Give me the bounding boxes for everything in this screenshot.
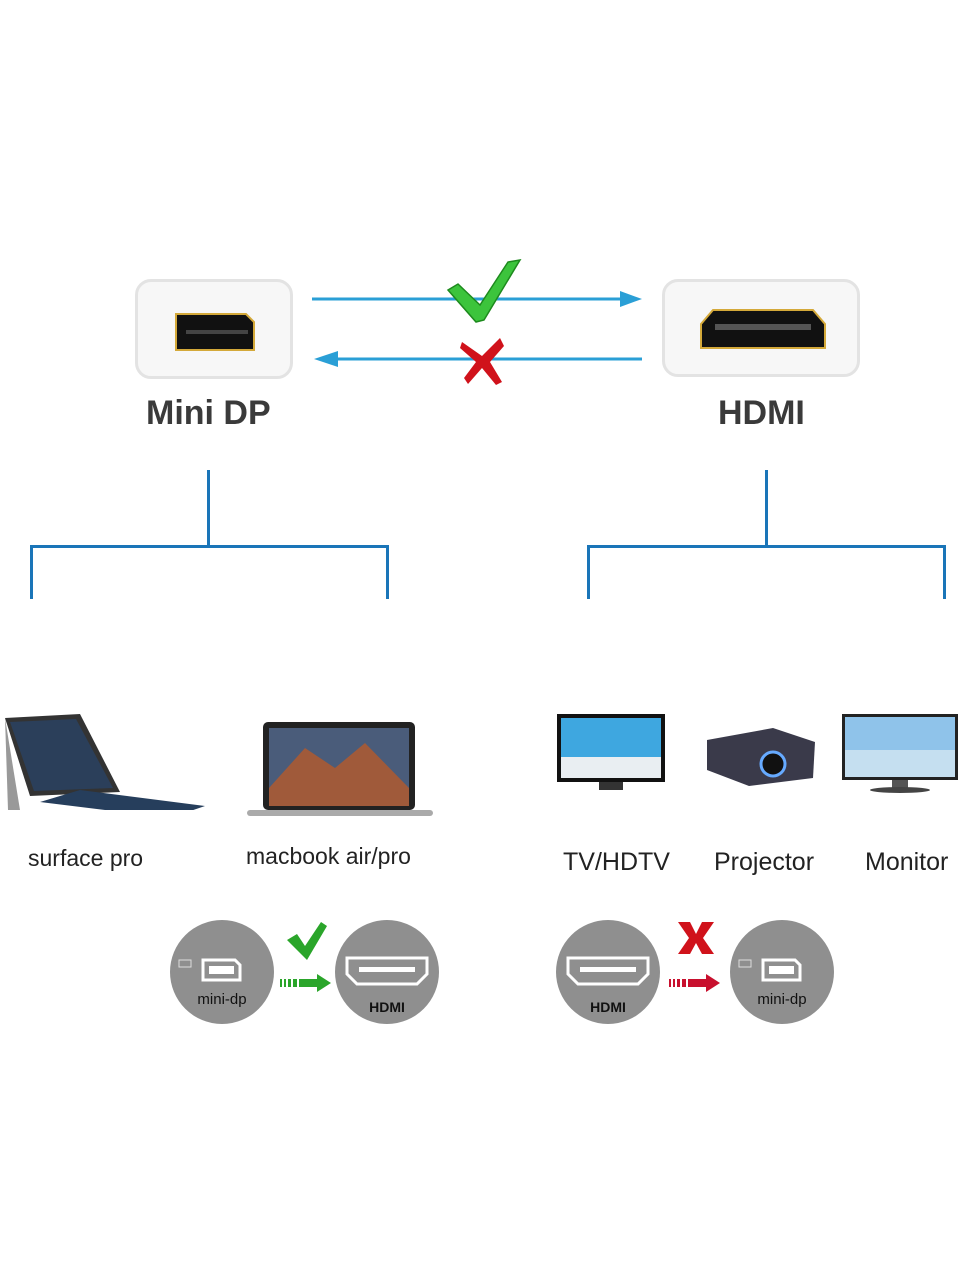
arrow-right-icon bbox=[669, 974, 720, 992]
cross-icon bbox=[460, 338, 504, 385]
circle-label: HDMI bbox=[369, 999, 405, 1015]
hdmi-circle: HDMI bbox=[556, 920, 660, 1024]
device-label: Projector bbox=[714, 848, 815, 876]
arrow-right-icon bbox=[280, 974, 331, 992]
unsupported-indicator bbox=[669, 922, 720, 992]
device-label: TV/HDTV bbox=[563, 848, 670, 876]
tree-line bbox=[386, 545, 389, 599]
tv-image bbox=[557, 714, 665, 790]
mini-dp-port-icon bbox=[178, 958, 242, 982]
hdmi-port-box bbox=[662, 279, 860, 377]
hdmi-port-icon bbox=[566, 956, 650, 986]
mini-dp-label: Mini DP bbox=[146, 394, 271, 432]
hdmi-label: HDMI bbox=[718, 394, 805, 432]
cross-icon bbox=[678, 922, 714, 954]
check-icon bbox=[287, 922, 327, 960]
tree-line bbox=[207, 470, 210, 548]
circle-label: mini-dp bbox=[757, 991, 807, 1008]
tree-line bbox=[943, 545, 946, 599]
mini-dp-circle: mini-dp bbox=[730, 920, 834, 1024]
direction-arrows bbox=[312, 258, 642, 385]
tree-line bbox=[587, 545, 946, 548]
device-label: surface pro bbox=[28, 845, 144, 871]
hdmi-port-icon bbox=[700, 309, 826, 349]
hdmi-port-icon bbox=[345, 956, 429, 986]
circle-label: HDMI bbox=[590, 999, 626, 1015]
circle-label: mini-dp bbox=[197, 991, 247, 1008]
supported-indicator bbox=[280, 922, 331, 992]
device-label: Monitor bbox=[865, 848, 949, 876]
check-icon bbox=[446, 258, 522, 323]
mini-dp-port-icon bbox=[175, 313, 255, 351]
surface-pro-image bbox=[5, 714, 205, 810]
macbook-image bbox=[247, 722, 433, 816]
tree-line bbox=[765, 470, 768, 548]
monitor-image bbox=[842, 714, 958, 793]
projector-image bbox=[707, 728, 815, 786]
mini-dp-port-icon bbox=[738, 958, 802, 982]
tree-line bbox=[30, 545, 389, 548]
hdmi-circle: HDMI bbox=[335, 920, 439, 1024]
device-label: macbook air/pro bbox=[246, 843, 411, 869]
tree-line bbox=[587, 545, 590, 599]
mini-dp-circle: mini-dp bbox=[170, 920, 274, 1024]
tree-line bbox=[30, 545, 33, 599]
mini-dp-port-box bbox=[135, 279, 293, 379]
